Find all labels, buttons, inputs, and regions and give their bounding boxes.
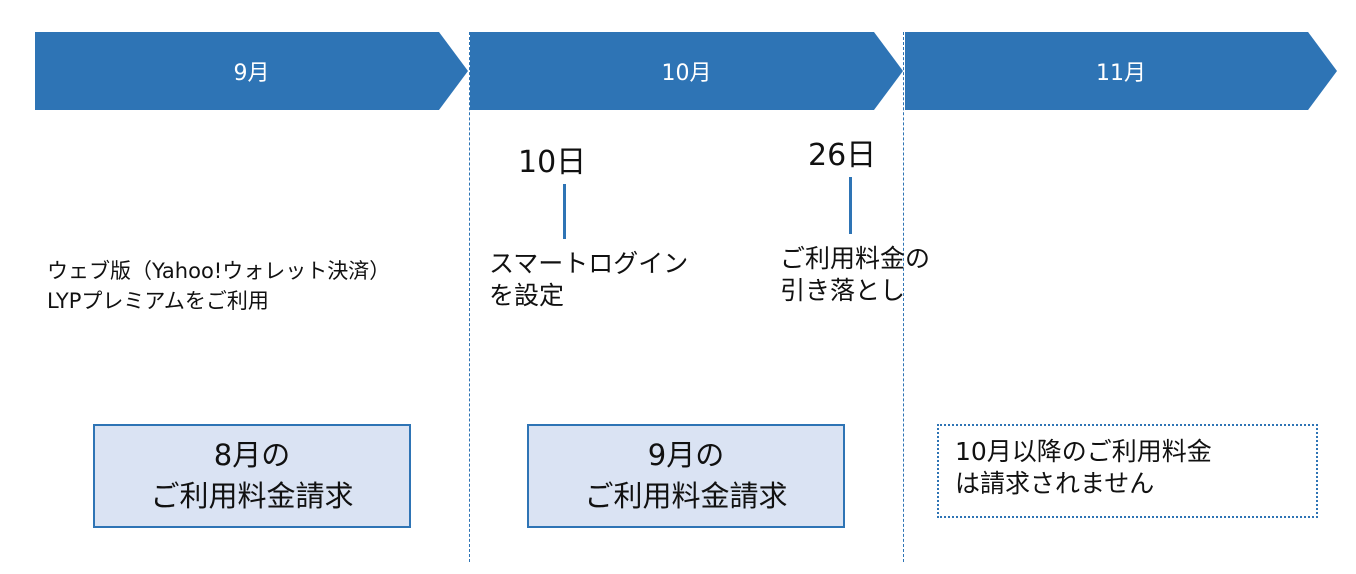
note-line: LYPプレミアムをご利用 (47, 289, 269, 313)
box-line: ご利用料金請求 (584, 479, 788, 513)
billing-box-august: 8月の ご利用料金請求 (93, 424, 411, 528)
month-divider (469, 32, 470, 562)
event-tick-10 (563, 184, 566, 239)
month-divider (903, 32, 904, 562)
box-line: 8月の (213, 438, 291, 472)
box-line: は請求されません (955, 469, 1155, 498)
event-day-26: 26日 (808, 138, 877, 173)
no-billing-notice: 10月以降のご利用料金 は請求されません (937, 424, 1318, 518)
billing-box-september: 9月の ご利用料金請求 (527, 424, 845, 528)
box-line: ご利用料金請求 (150, 479, 354, 513)
note-line: ウェブ版（Yahoo!ウォレット決済） (47, 259, 391, 283)
note-line: スマートログイン (489, 249, 689, 278)
month-label: 11月 (1096, 61, 1146, 86)
month-arrow-september: 9月 (35, 32, 468, 110)
month-label: 9月 (233, 61, 270, 86)
event-tick-26 (849, 177, 852, 234)
september-usage-note: ウェブ版（Yahoo!ウォレット決済） LYPプレミアムをご利用 (47, 256, 390, 316)
month-label: 10月 (661, 61, 712, 86)
box-line: 9月の (647, 438, 725, 472)
month-arrow-november: 11月 (905, 32, 1337, 110)
event-text-smart-login: スマートログイン を設定 (489, 248, 688, 312)
note-line: を設定 (489, 281, 565, 310)
note-line: ご利用料金の (780, 244, 931, 273)
box-line: 10月以降のご利用料金 (955, 437, 1212, 466)
note-line: 引き落とし (780, 276, 906, 305)
event-day-10: 10日 (518, 145, 587, 180)
month-arrow-october: 10月 (470, 32, 903, 110)
event-text-withdrawal: ご利用料金の 引き落とし (780, 243, 930, 307)
